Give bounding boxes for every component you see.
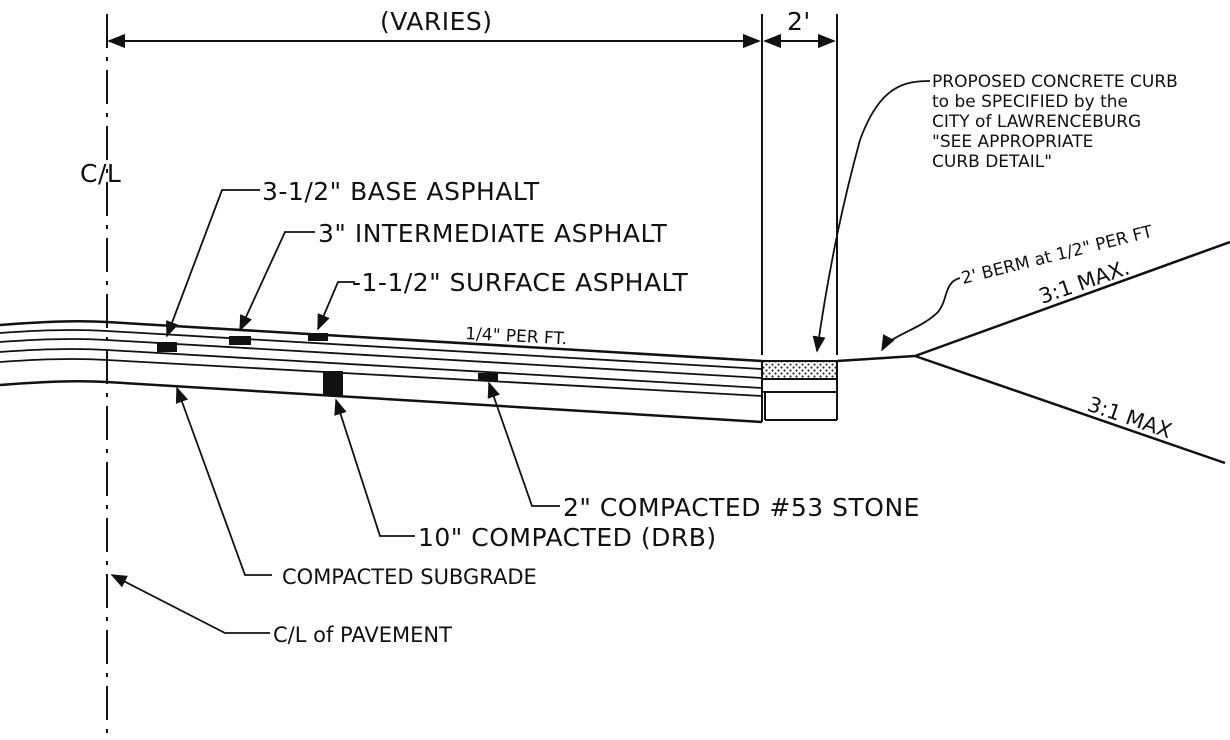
curb-width-label: 2' xyxy=(787,7,811,36)
berm-and-slopes xyxy=(836,240,1230,465)
base-asphalt-label: 3-1/2" BASE ASPHALT xyxy=(262,177,540,206)
surface-asphalt-marker xyxy=(308,333,328,341)
base-asphalt-marker xyxy=(157,342,177,352)
lower-slope-label: 3:1 MAX xyxy=(1084,392,1174,443)
stone-marker xyxy=(478,373,498,381)
intermediate-asphalt-label: 3" INTERMEDIATE ASPHALT xyxy=(318,219,667,248)
drb-label: 10" COMPACTED (DRB) xyxy=(418,523,717,552)
curb-note-line: CURB DETAIL" xyxy=(932,152,1052,172)
drb-marker xyxy=(323,371,343,395)
pavement-layers xyxy=(0,319,763,424)
leaders xyxy=(110,80,961,634)
surface-asphalt-label: -1-1/2" SURFACE ASPHALT xyxy=(352,268,689,297)
varies-label: (VARIES) xyxy=(380,7,493,36)
curb-note-line: CITY of LAWRENCEBURG xyxy=(932,112,1141,132)
intermediate-asphalt-marker xyxy=(229,336,251,345)
curb-note-line: PROPOSED CONCRETE CURB xyxy=(932,72,1178,92)
curb-note-line: to be SPECIFIED by the xyxy=(932,92,1128,112)
slope-label: 1/4" PER FT. xyxy=(465,324,568,349)
curb-note: PROPOSED CONCRETE CURB to be SPECIFIED b… xyxy=(932,72,1178,172)
subgrade-label: COMPACTED SUBGRADE xyxy=(282,565,537,589)
concrete-curb xyxy=(761,360,838,421)
curb-note-line: "SEE APPROPRIATE xyxy=(932,132,1093,152)
stone-label: 2" COMPACTED #53 STONE xyxy=(563,493,920,522)
centerline-label: C/L xyxy=(80,159,121,188)
dimension-curb-width: 2' xyxy=(763,7,836,49)
dimension-varies: (VARIES) xyxy=(107,7,838,355)
pavement-centerline-label: C/L of PAVEMENT xyxy=(273,623,452,647)
